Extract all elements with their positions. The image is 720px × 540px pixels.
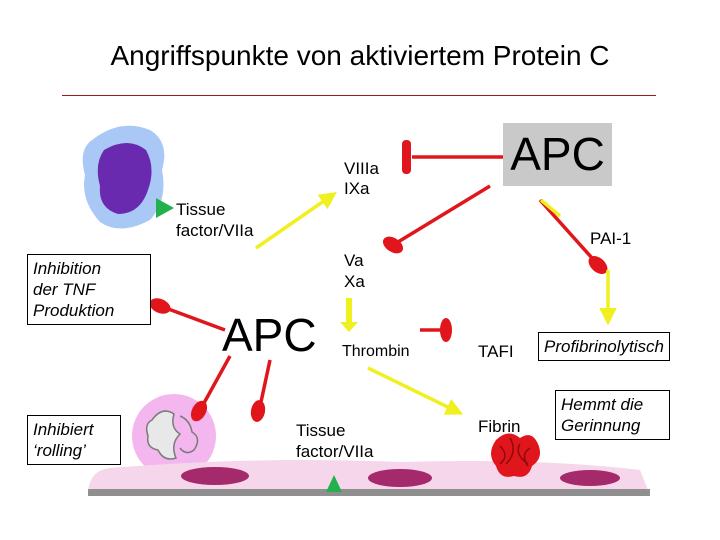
tissue-factor-label: Tissue (176, 200, 226, 219)
gerinnung-box: Hemmt die Gerinnung (555, 390, 670, 440)
factor-viiia-label: VIIIa (344, 159, 379, 178)
rolling-label-line2: ‘rolling’ (33, 441, 86, 460)
factor-ixa-label: IXa (344, 179, 370, 198)
rolling-label-line1: Inhibiert (33, 420, 94, 439)
tissue-factor-lower-label: Tissue (296, 421, 346, 440)
apc-center-label: APC (222, 309, 317, 361)
tafi-label: TAFI (478, 342, 514, 361)
tissue-factor-lower-label: factor/VIIa (296, 442, 374, 461)
activation-arrows (255, 192, 617, 415)
gerinnung-label: Gerinnung (561, 416, 641, 435)
profibrinolytisch-label: Profibrinolytisch (544, 337, 664, 356)
inhibition-heads (149, 140, 608, 422)
tissue-factor-marker-icon (326, 475, 342, 492)
page-title: Angriffspunkte von aktiviertem Protein C (110, 40, 610, 71)
rolling-box: Inhibiert ‘rolling’ (27, 415, 121, 465)
tissue-factor-label: factor/VIIa (176, 221, 254, 240)
profibrinolytisch-box: Profibrinolytisch (538, 332, 670, 361)
activation-arrow (346, 298, 352, 326)
tnf-label-line1: Inhibition (33, 259, 102, 278)
hemmt-label: Hemmt die (561, 395, 644, 414)
inhibition-lines (162, 155, 503, 404)
apc-box: APC (503, 123, 612, 186)
tissue-factor-marker-icon (156, 198, 174, 218)
pai-label: PAI-1 (590, 229, 632, 248)
tnf-label-line2: der TNF (33, 280, 96, 299)
title-rule (62, 95, 656, 96)
factor-va-label: Va (344, 251, 364, 270)
fibrin-label: Fibrin (478, 417, 521, 436)
factor-xa-label: Xa (344, 272, 365, 291)
fibrin-clot-icon (491, 433, 540, 477)
neutrophil-cell-icon (132, 394, 216, 478)
thrombin-label: Thrombin (342, 343, 410, 360)
tnf-box: Inhibition der TNF Produktion (27, 254, 151, 325)
endothelium-icon (88, 460, 650, 496)
tnf-label-line3: Produktion (33, 301, 115, 320)
monocyte-cell-icon (82, 125, 165, 229)
